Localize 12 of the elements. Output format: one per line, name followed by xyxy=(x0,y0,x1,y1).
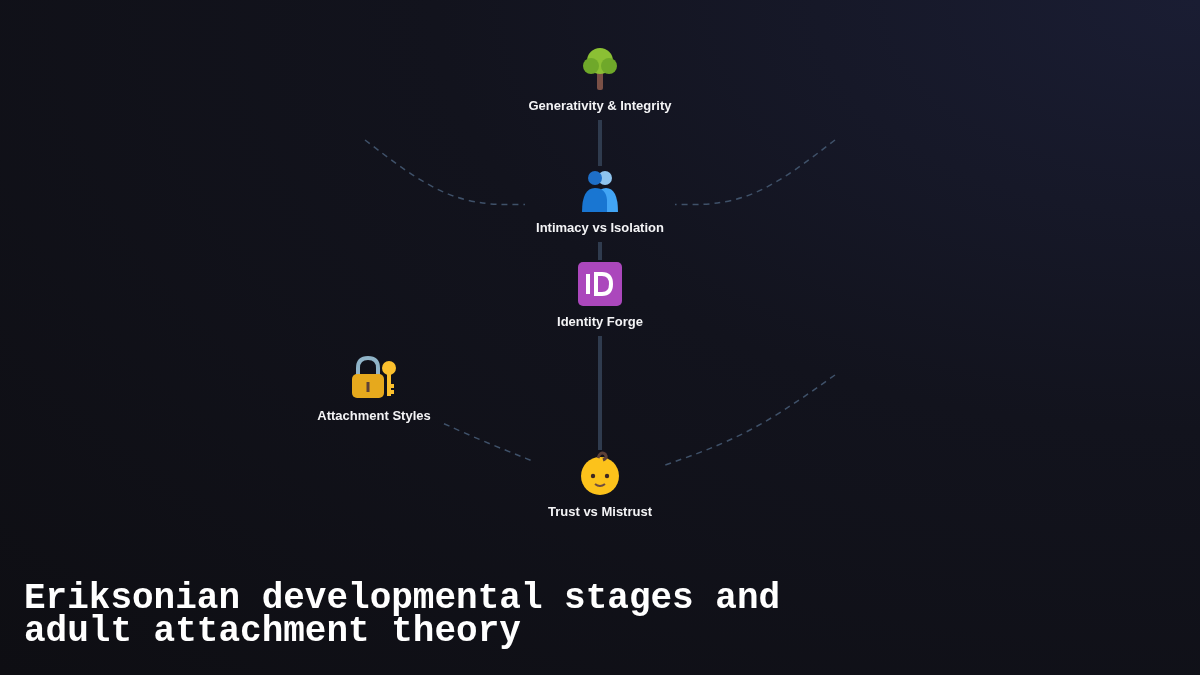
stage-label: Attachment Styles xyxy=(317,408,431,423)
stage-label: Generativity & Integrity xyxy=(528,98,672,113)
stage-label: Identity Forge xyxy=(557,314,643,329)
dashed-connector xyxy=(674,139,836,206)
dashed-connector xyxy=(664,374,836,466)
stage-label: Intimacy vs Isolation xyxy=(536,220,664,235)
diagram-title: Eriksonian developmental stages and adult attachment theory xyxy=(24,582,782,648)
connector-line xyxy=(598,120,602,166)
connector-line xyxy=(598,242,602,260)
stage-label: Trust vs Mistrust xyxy=(548,504,652,519)
connector-line xyxy=(598,336,602,450)
dashed-connector xyxy=(364,139,526,206)
